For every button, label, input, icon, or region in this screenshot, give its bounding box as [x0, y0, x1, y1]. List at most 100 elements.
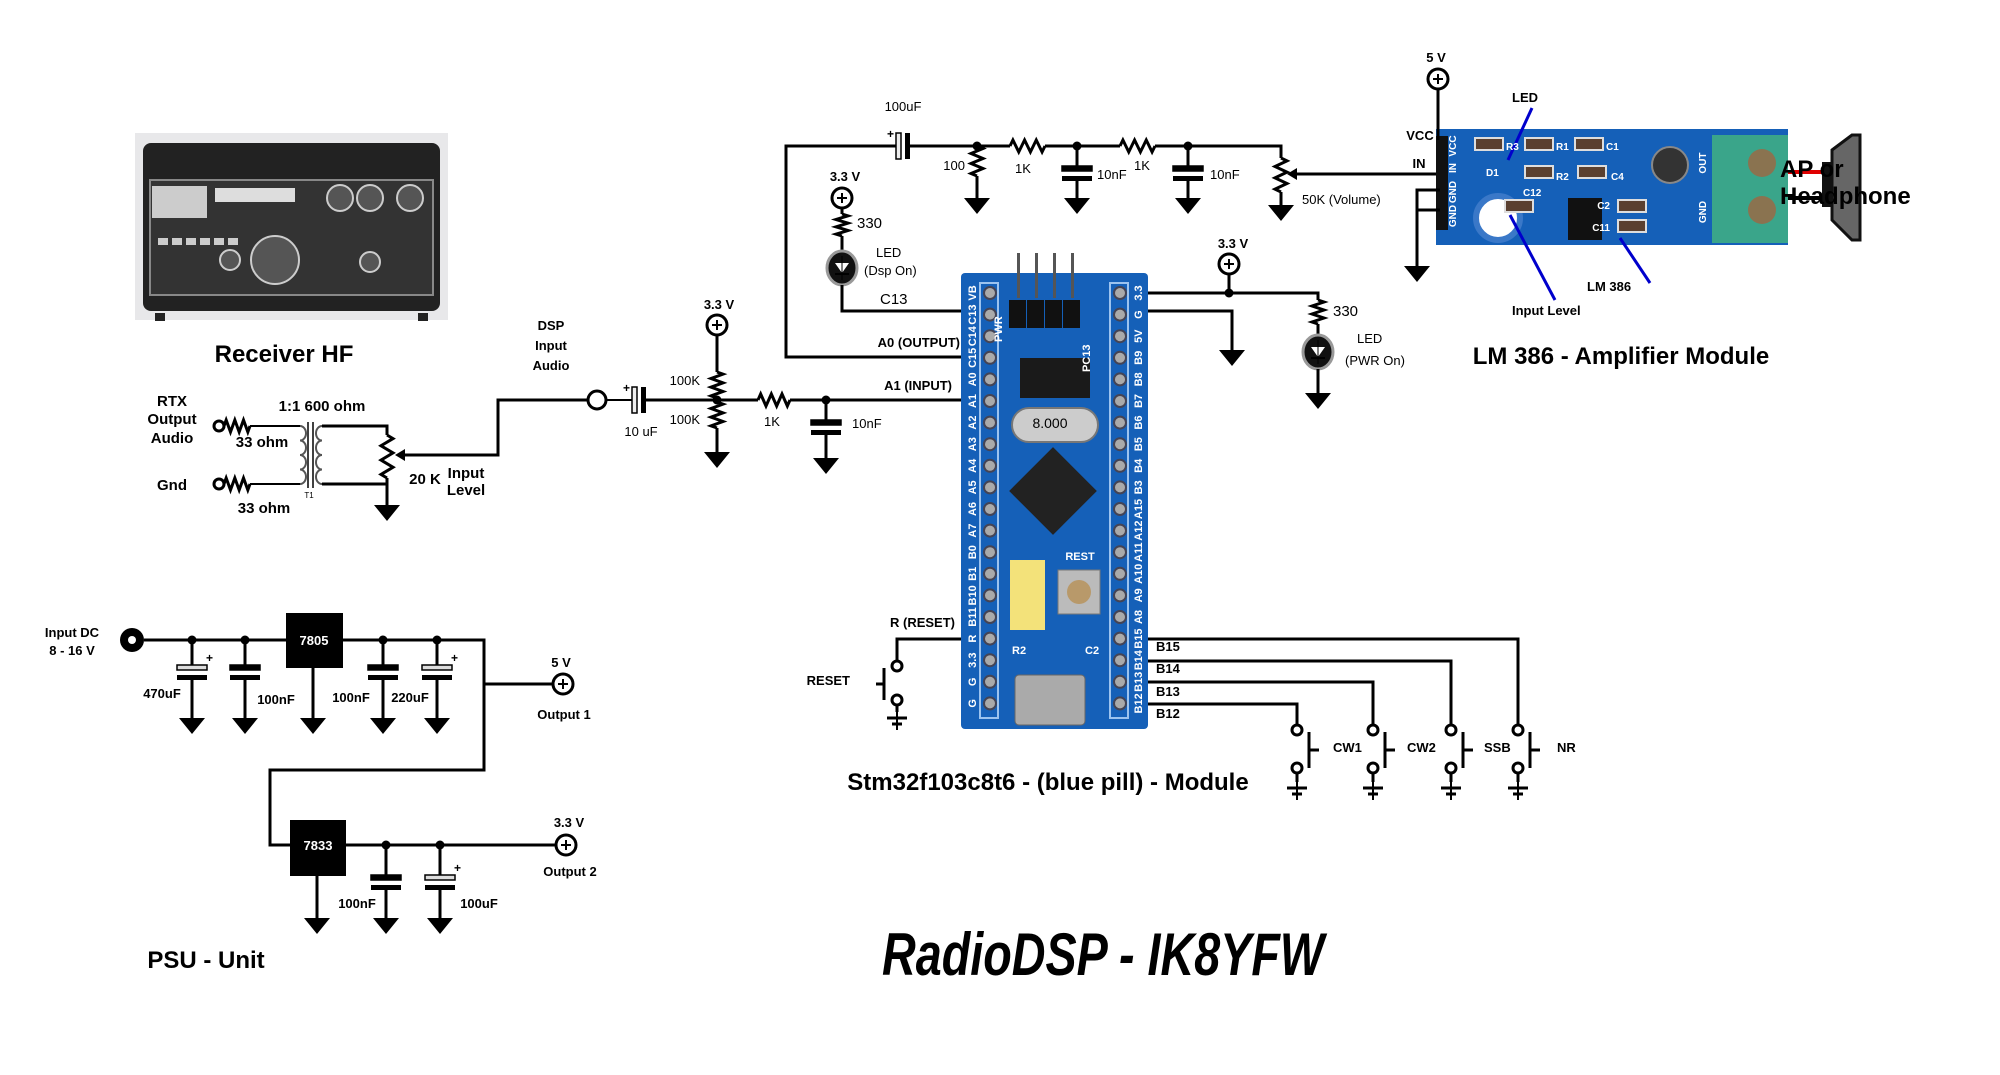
capacitor-plate: [810, 419, 842, 426]
ground-icon: [179, 718, 205, 734]
pin-label: G: [967, 678, 979, 687]
pin-label: C13: [967, 305, 979, 325]
mcu-chip: [1009, 447, 1097, 535]
receiver-knob-icon: [326, 184, 354, 212]
wire: [1120, 637, 1520, 725]
c-out3-label: 100nF: [338, 896, 376, 911]
psu-section: Input DC 8 - 16 V 7805 7833 470uF 100nF …: [45, 625, 597, 974]
resistor: [1307, 298, 1329, 326]
buttons-section: B15 B14 B13 B12 NR SSB CW2 CW1: [1156, 639, 1576, 755]
capacitor-plate: [641, 387, 646, 413]
receiver-knob-icon: [359, 251, 381, 273]
r-load-label: 100: [943, 158, 965, 173]
out2-voltage: 3.3 V: [554, 815, 585, 830]
smd-component: [1504, 199, 1534, 213]
pin-label: B10: [967, 585, 979, 605]
push-button-nr: [1511, 761, 1525, 775]
pin-g: [983, 696, 997, 711]
resistor: [222, 473, 252, 495]
dsp-label-3: Audio: [533, 358, 570, 373]
push-button-cw2: [1366, 761, 1380, 775]
header-block: [1027, 300, 1044, 328]
receiver-button: [214, 238, 224, 245]
a0-label: A0 (OUTPUT): [878, 335, 960, 350]
pin-b13: [1113, 674, 1127, 689]
receiver-title: Receiver HF: [215, 341, 354, 368]
button-nr-label[interactable]: NR: [1557, 740, 1576, 755]
pin-label: B9: [1133, 351, 1145, 365]
wire: [1120, 291, 1320, 300]
pin-label: A10: [1133, 564, 1145, 584]
input-level-label: Input Level: [1512, 303, 1581, 318]
header-pin: [1035, 253, 1038, 298]
c-in2-label: 100nF: [257, 692, 295, 707]
terminal-screw: [1748, 196, 1776, 224]
pin-label: A3: [967, 437, 979, 451]
resistor: [222, 415, 252, 437]
amp-led-label: LED: [1512, 90, 1538, 105]
pin-a3: [983, 437, 997, 452]
transformer-label: 1:1 600 ohm: [279, 398, 366, 415]
resistor: [756, 390, 792, 410]
pointer-line: [1618, 237, 1652, 284]
capacitor-plate: [895, 132, 902, 160]
pin-a9: [1113, 588, 1127, 603]
transformer-coil: [299, 468, 307, 485]
dsp-input-jack: [586, 389, 608, 411]
resistor: [706, 370, 728, 400]
c1-label: 10nF: [1097, 167, 1127, 182]
button-ssb-label[interactable]: SSB: [1484, 740, 1511, 755]
pin-b15-label: B15: [1156, 639, 1180, 654]
pin-b15: [1113, 631, 1127, 646]
c-out2-label: 220uF: [391, 690, 429, 705]
ground-icon: [370, 718, 396, 734]
input-cap-label: 10 uF: [624, 424, 657, 439]
pin-b14: [1113, 653, 1127, 668]
pin-label: B1: [967, 567, 979, 581]
pin-label: B13: [1133, 672, 1145, 692]
ground-icon: [304, 918, 330, 934]
transformer-coil: [315, 468, 323, 485]
reset-switch-knob: [1067, 580, 1091, 604]
pin-b12-label: B12: [1156, 706, 1180, 721]
wire: [1120, 702, 1299, 725]
capacitor-plate: [1173, 176, 1203, 181]
capacitor-plate: [368, 675, 398, 680]
silk-c2: C2: [1597, 201, 1610, 212]
ground-icon: [427, 918, 453, 934]
capacitor-plate: [422, 675, 452, 680]
volume-pot-label: 50K (Volume): [1302, 192, 1381, 207]
reset-button: [890, 659, 904, 673]
wire: [405, 398, 587, 457]
res-top-label: 33 ohm: [236, 434, 289, 451]
pin-b1: [983, 566, 997, 581]
ground-icon: [1219, 350, 1245, 366]
push-button-cw1: [1290, 723, 1304, 737]
header-block: [1045, 300, 1062, 328]
button-cw1-label[interactable]: CW1: [1333, 740, 1362, 755]
rtx-label-2: Output: [147, 411, 196, 428]
button-cw2-label[interactable]: CW2: [1407, 740, 1436, 755]
pin-b13-label: B13: [1156, 684, 1180, 699]
capacitor-plate: [177, 675, 207, 680]
push-button-ssb: [1444, 723, 1458, 737]
receiver-foot: [418, 313, 428, 321]
smd-component: [1617, 199, 1647, 213]
regulator-chip: [1020, 358, 1090, 398]
gnd-label: Gnd: [157, 477, 187, 494]
led-dsp-supply: 3.3 V: [830, 169, 861, 184]
pin-a15: [1113, 502, 1127, 516]
receiver-button: [228, 238, 238, 245]
silk-crystal: 8.000: [1032, 415, 1067, 431]
pin-label: G: [967, 699, 979, 708]
pin-b9: [1113, 350, 1127, 365]
receiver-dial: [215, 188, 295, 202]
pin-label: B11: [967, 607, 979, 627]
reg-7833-label: 7833: [304, 838, 333, 853]
in-label: IN: [1413, 156, 1426, 171]
terminal-screw: [1748, 149, 1776, 177]
reset-button-label: RESET: [807, 673, 850, 688]
silk-c2: C2: [1085, 645, 1099, 657]
pin-label: B6: [1133, 416, 1145, 430]
pin-label: A8: [1133, 610, 1145, 624]
